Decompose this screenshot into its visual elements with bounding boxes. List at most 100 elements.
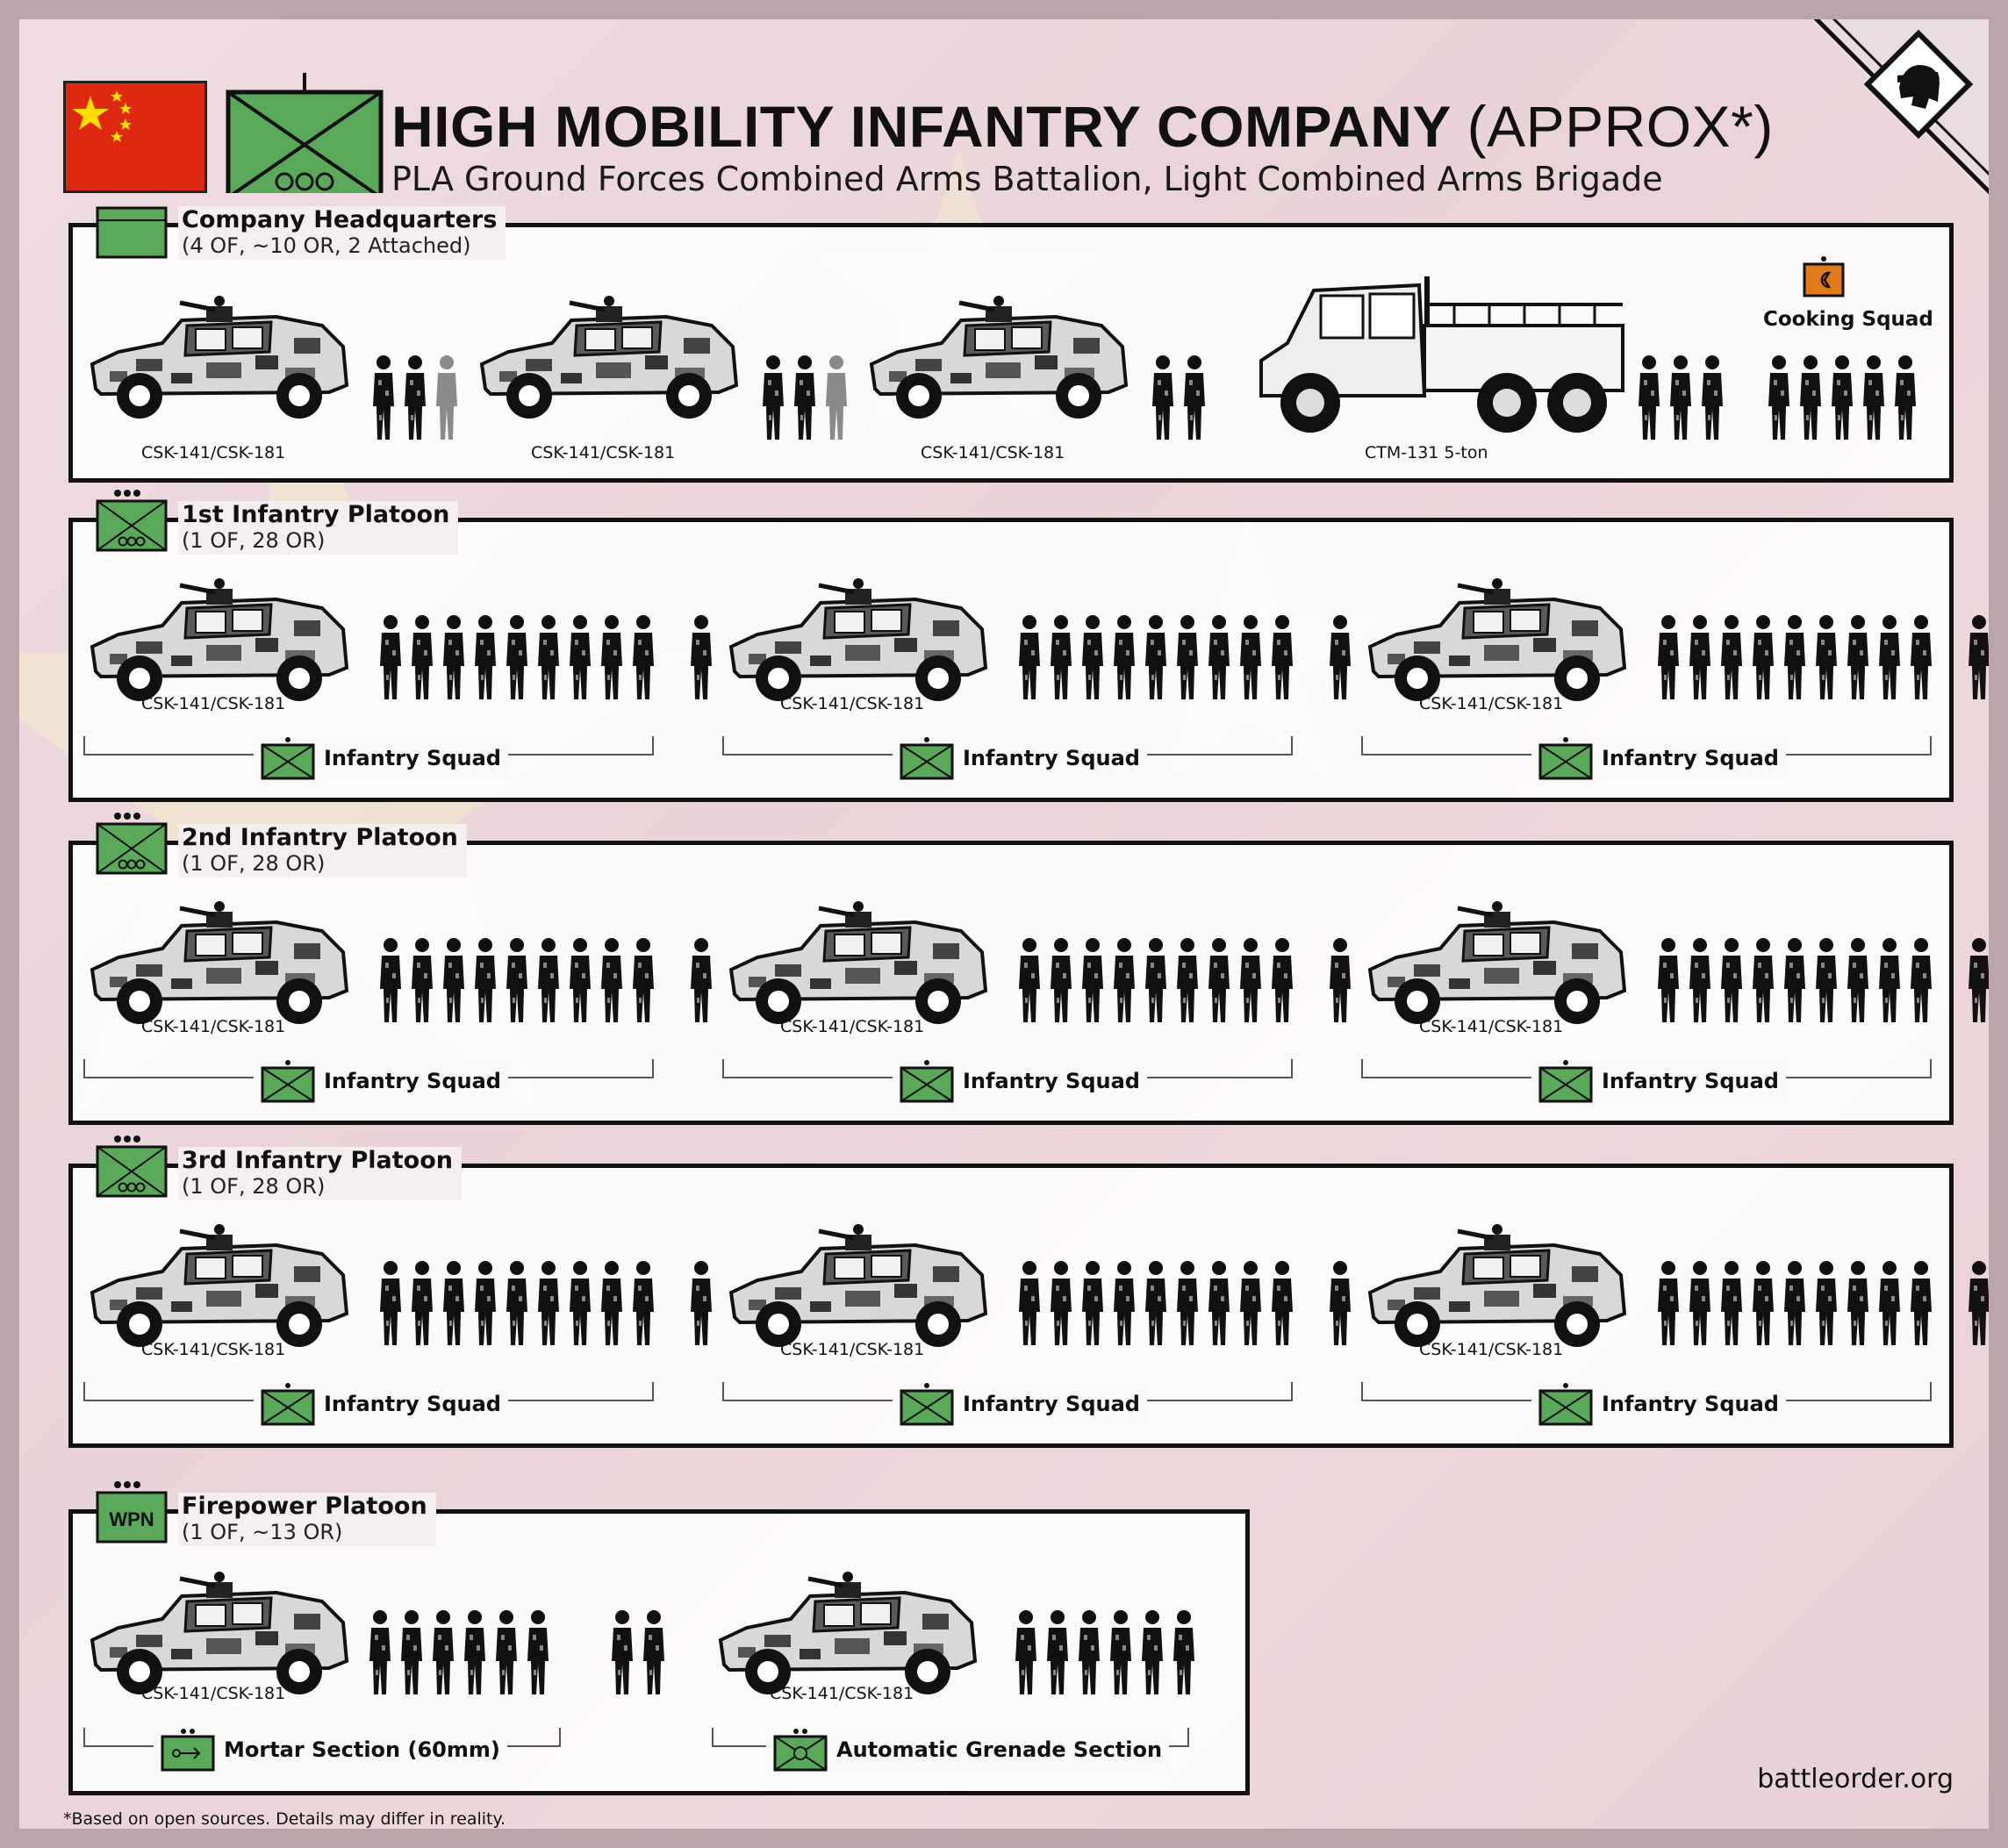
soldier-icon: [1114, 615, 1135, 699]
infographic-canvas: HIGH MOBILITY INFANTRY COMPANY (APPROX*)…: [19, 19, 1989, 1829]
vehicle-icon: [718, 1572, 978, 1694]
page-title: HIGH MOBILITY INFANTRY COMPANY (APPROX*): [391, 94, 1774, 159]
hq-title: Company Headquarters: [182, 206, 498, 233]
infantry-squad-label: Infantry Squad: [324, 1392, 501, 1416]
soldier-icon: [1784, 1261, 1805, 1345]
china-flag: [63, 81, 207, 193]
vehicle-label: CTM-131 5-ton: [1365, 443, 1488, 462]
soldier-icon: [1689, 938, 1710, 1022]
soldier-icon: [412, 938, 433, 1022]
page-subtitle: PLA Ground Forces Combined Arms Battalio…: [391, 160, 1663, 198]
platoon-title: 1st Infantry Platoon: [182, 501, 450, 528]
soldier-icon: [1832, 355, 1853, 440]
infantry-squad-symbol-icon: [261, 737, 315, 780]
soldier-icon: [527, 1610, 549, 1694]
soldier-icon: [1969, 615, 1989, 699]
platoon-title: 3rd Infantry Platoon: [182, 1147, 453, 1174]
vehicle-label: CSK-141/CSK-181: [780, 1340, 925, 1359]
soldier-icon: [443, 1261, 464, 1345]
soldier-icon: [1152, 355, 1173, 440]
soldier-icon: [1082, 615, 1103, 699]
soldier-icon: [1847, 938, 1868, 1022]
platoon-header: 1st Infantry Platoon (1 OF, 28 OR): [96, 490, 459, 555]
soldier-icon: [1240, 938, 1261, 1022]
soldier-icon: [1051, 615, 1072, 699]
wpn-text: WPN: [109, 1508, 154, 1530]
soldier-icon: [1879, 1261, 1900, 1345]
vehicle-icon: [90, 901, 349, 1024]
infantry-squad-symbol-icon: [261, 1383, 315, 1426]
infantry-squad-tag: Infantry Squad: [1531, 1059, 1786, 1103]
soldier-icon: [601, 1261, 622, 1345]
soldier-icon: [601, 938, 622, 1022]
soldier-icon: [1800, 355, 1821, 440]
soldier-icon: [380, 938, 401, 1022]
company-hq-panel: Company Headquarters (4 OF, ~10 OR, 2 At…: [68, 206, 1954, 483]
soldier-icon: [1639, 355, 1660, 440]
vehicle-label: CSK-141/CSK-181: [780, 694, 925, 713]
infantry-squad-tag: Infantry Squad: [893, 736, 1147, 780]
infantry-squad-tag: Infantry Squad: [1531, 736, 1786, 780]
site-link[interactable]: battleorder.org: [1757, 1764, 1954, 1794]
soldier-icon: [1145, 1261, 1166, 1345]
vehicle-label: CSK-141/CSK-181: [780, 1017, 925, 1036]
infantry-squad-symbol-icon: [900, 1060, 954, 1103]
platoon-strength: (1 OF, 28 OR): [182, 1174, 326, 1199]
infantry-squad-label: Infantry Squad: [1602, 1069, 1779, 1093]
vehicle-label: CSK-141/CSK-181: [770, 1684, 914, 1703]
soldier-icon: [506, 1261, 527, 1345]
vehicle-icon: [90, 296, 349, 419]
soldier-icon: [538, 1261, 559, 1345]
soldier-icon: [1272, 938, 1293, 1022]
attached-soldier-icon: [436, 355, 457, 440]
soldier-icon: [405, 355, 426, 440]
soldier-icon: [1969, 938, 1989, 1022]
infantry-squad-tag: Infantry Squad: [893, 1382, 1147, 1426]
soldier-icon: [1753, 938, 1774, 1022]
vehicle-icon: [869, 296, 1129, 419]
soldier-icon: [1702, 355, 1723, 440]
platoon-symbol-icon: [96, 490, 168, 552]
vehicle-icon: [90, 1572, 349, 1694]
infantry-squad-label: Infantry Squad: [963, 1392, 1140, 1416]
platoon-strength: (1 OF, 28 OR): [182, 851, 326, 876]
soldier-icon: [1015, 1610, 1036, 1694]
soldier-icon: [443, 938, 464, 1022]
soldier-icon: [1753, 1261, 1774, 1345]
cooking-squad-label: Cooking Squad: [1763, 308, 1933, 331]
soldier-icon: [1208, 615, 1230, 699]
soldier-icon: [1658, 938, 1679, 1022]
soldier-icon: [633, 615, 654, 699]
soldier-icon: [1145, 938, 1166, 1022]
soldier-icon: [464, 1610, 485, 1694]
soldier-icon: [506, 938, 527, 1022]
soldier-icon: [691, 615, 712, 699]
soldier-icon: [373, 355, 394, 440]
soldier-icon: [691, 1261, 712, 1345]
soldier-icon: [475, 615, 496, 699]
cooking-squad-symbol-icon: [1803, 256, 1845, 297]
infantry-squad-symbol-icon: [900, 1383, 954, 1426]
soldier-icon: [1863, 355, 1884, 440]
firepower-symbol-icon: WPN: [96, 1481, 168, 1544]
infantry-squad-tag: Infantry Squad: [1531, 1382, 1786, 1426]
soldier-icon: [1208, 938, 1230, 1022]
soldier-icon: [633, 938, 654, 1022]
vehicle-label: CSK-141/CSK-181: [141, 1340, 286, 1359]
soldier-icon: [1272, 615, 1293, 699]
mortar-section-label: Mortar Section (60mm): [224, 1737, 500, 1762]
soldier-icon: [1816, 615, 1837, 699]
soldier-icon: [691, 938, 712, 1022]
infantry-squad-tag: Infantry Squad: [254, 736, 508, 780]
platoon-header: 3rd Infantry Platoon (1 OF, 28 OR): [96, 1135, 462, 1200]
soldier-icon: [401, 1610, 422, 1694]
vehicle-label: CSK-141/CSK-181: [141, 694, 286, 713]
vehicle-label: CSK-141/CSK-181: [1419, 1340, 1564, 1359]
soldier-icon: [1177, 615, 1198, 699]
platoon-symbol-icon: [96, 813, 168, 875]
infantry-platoon-panel: 1st Infantry Platoon (1 OF, 28 OR) CSK-1…: [68, 490, 1989, 802]
soldier-icon: [506, 615, 527, 699]
soldier-icon: [1114, 938, 1135, 1022]
vehicle-icon: [728, 578, 988, 701]
soldier-icon: [1114, 1261, 1135, 1345]
